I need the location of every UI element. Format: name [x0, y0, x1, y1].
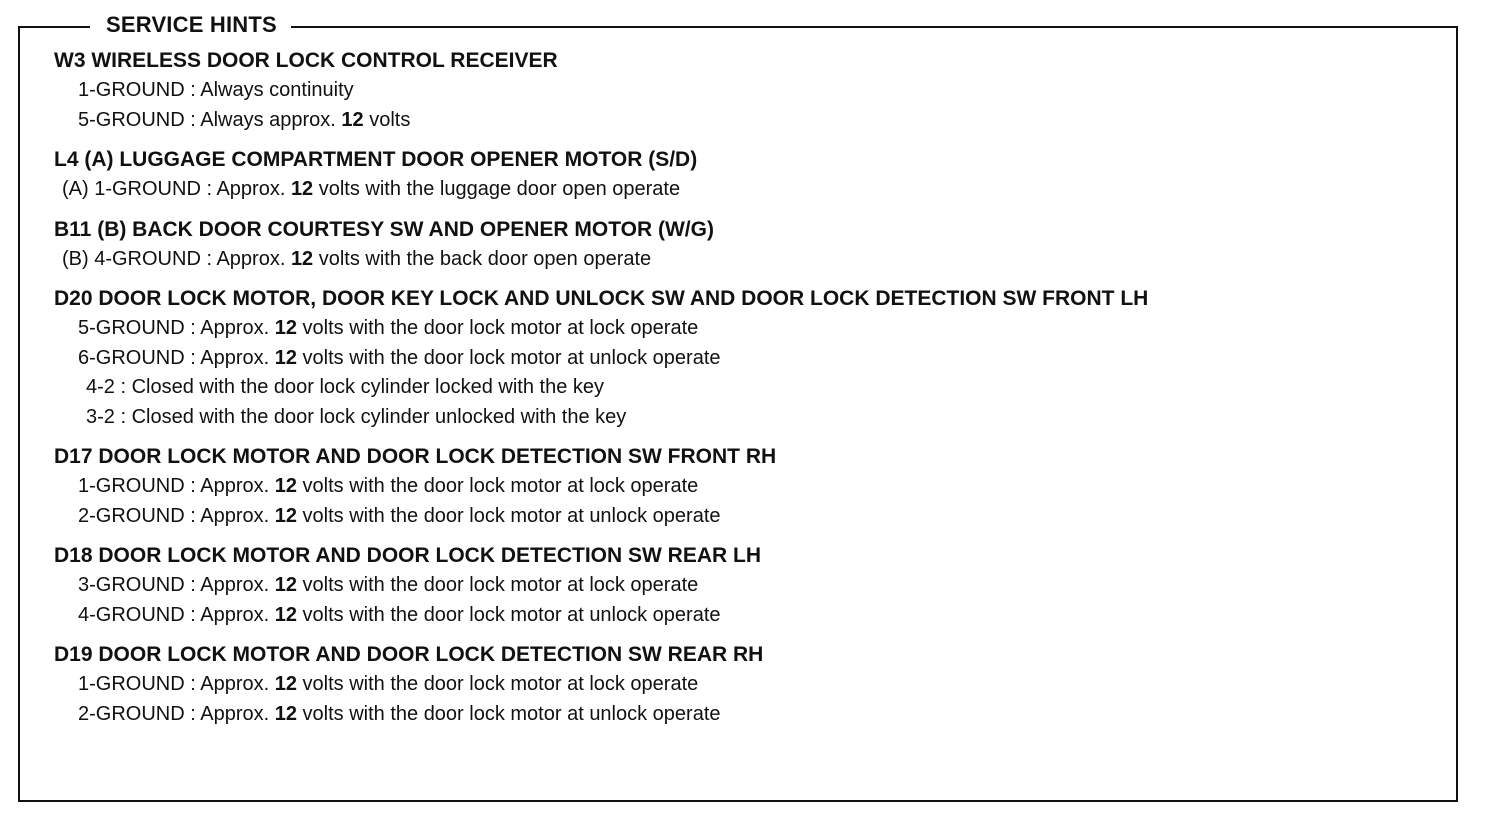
hint-line: 4-2 : Closed with the door lock cylinder…	[86, 376, 605, 398]
service-hints-content: W3 WIRELESS DOOR LOCK CONTROL RECEIVER 1…	[54, 46, 1454, 739]
section-d17: D17 DOOR LOCK MOTOR AND DOOR LOCK DETECT…	[54, 442, 1454, 531]
hint-line: 1-GROUND : Always continuity	[78, 79, 354, 101]
service-hints-frame	[18, 26, 1458, 802]
section-heading: D20 DOOR LOCK MOTOR, DOOR KEY LOCK AND U…	[54, 287, 1149, 310]
hint-line: 3-2 : Closed with the door lock cylinder…	[86, 405, 627, 428]
section-heading: W3 WIRELESS DOOR LOCK CONTROL RECEIVER	[54, 49, 558, 72]
hint-line: 5-GROUND : Always approx. 12 volts	[78, 108, 411, 131]
section-d18: D18 DOOR LOCK MOTOR AND DOOR LOCK DETECT…	[54, 541, 1454, 630]
section-heading: L4 (A) LUGGAGE COMPARTMENT DOOR OPENER M…	[54, 148, 698, 171]
hint-line: 2-GROUND : Approx. 12 volts with the doo…	[78, 702, 721, 725]
hint-line: 5-GROUND : Approx. 12 volts with the doo…	[78, 317, 699, 339]
section-b11: B11 (B) BACK DOOR COURTESY SW AND OPENER…	[54, 215, 1454, 275]
section-heading: D17 DOOR LOCK MOTOR AND DOOR LOCK DETECT…	[54, 445, 777, 468]
hint-line: 1-GROUND : Approx. 12 volts with the doo…	[78, 673, 699, 695]
section-heading: D19 DOOR LOCK MOTOR AND DOOR LOCK DETECT…	[54, 643, 764, 666]
section-d20: D20 DOOR LOCK MOTOR, DOOR KEY LOCK AND U…	[54, 284, 1454, 432]
hint-line: 3-GROUND : Approx. 12 volts with the doo…	[78, 574, 699, 596]
section-l4: L4 (A) LUGGAGE COMPARTMENT DOOR OPENER M…	[54, 145, 1454, 205]
hint-line: (A) 1-GROUND : Approx. 12 volts with the…	[62, 178, 681, 200]
section-w3: W3 WIRELESS DOOR LOCK CONTROL RECEIVER 1…	[54, 46, 1454, 135]
hint-line: (B) 4-GROUND : Approx. 12 volts with the…	[62, 247, 652, 270]
section-d19: D19 DOOR LOCK MOTOR AND DOOR LOCK DETECT…	[54, 640, 1454, 729]
hint-line: 6-GROUND : Approx. 12 volts with the doo…	[78, 346, 721, 369]
hint-line: 1-GROUND : Approx. 12 volts with the doo…	[78, 475, 699, 497]
hint-line: 4-GROUND : Approx. 12 volts with the doo…	[78, 603, 721, 626]
section-heading: D18 DOOR LOCK MOTOR AND DOOR LOCK DETECT…	[54, 544, 762, 567]
hint-line: 2-GROUND : Approx. 12 volts with the doo…	[78, 504, 721, 527]
page-title: SERVICE HINTS	[90, 8, 291, 42]
section-heading: B11 (B) BACK DOOR COURTESY SW AND OPENER…	[54, 217, 714, 241]
